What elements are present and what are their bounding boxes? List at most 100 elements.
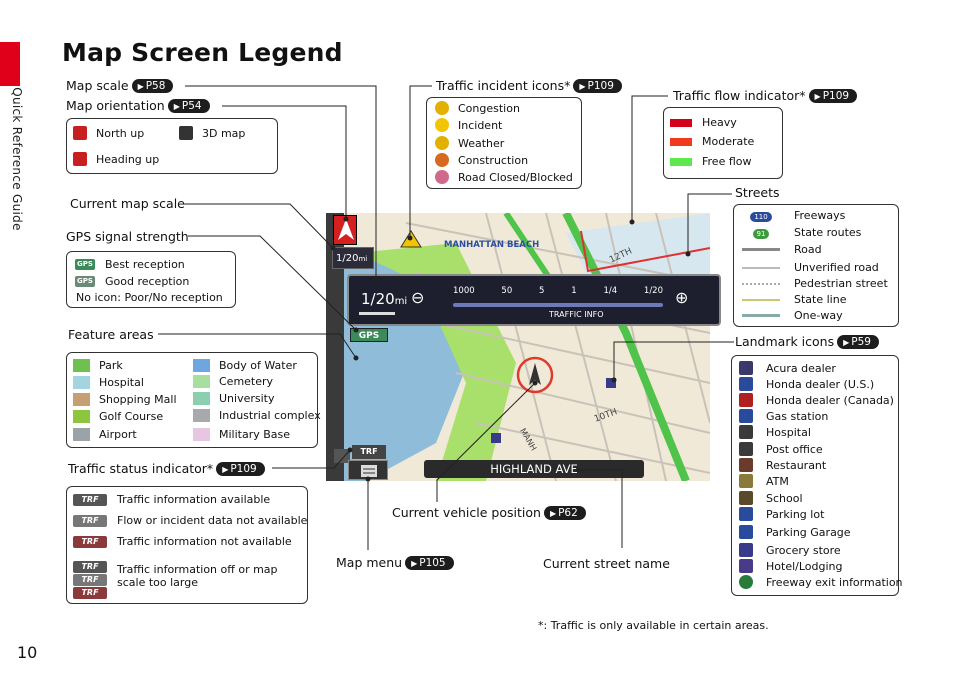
label-current-map-scale: Current map scale bbox=[70, 196, 185, 211]
map-trf-icon: TRF bbox=[352, 445, 386, 459]
map-scale-value: 1/20 bbox=[336, 253, 359, 264]
landmark-item: Parking Garage bbox=[739, 525, 851, 539]
area-cemetery: Cemetery bbox=[193, 375, 273, 388]
legend-3d-map: 3D map bbox=[179, 126, 245, 140]
honda-dealer-canada-icon bbox=[739, 393, 753, 407]
scale-value: 1000 bbox=[453, 286, 475, 296]
incident-weather: Weather bbox=[435, 136, 504, 150]
area-airport: Airport bbox=[73, 428, 137, 441]
incident-congestion: Congestion bbox=[435, 101, 520, 115]
trf-off-icon: TRF bbox=[73, 574, 107, 586]
label-street-name: Current street name bbox=[543, 556, 670, 571]
zoom-in-icon[interactable]: ⊕ bbox=[675, 288, 689, 307]
hotel-icon bbox=[739, 559, 753, 573]
scale-value: 1/4 bbox=[603, 286, 618, 296]
landmark-item: Honda dealer (Canada) bbox=[739, 393, 894, 407]
label-incident-icons: Traffic incident icons*▶P109 bbox=[436, 78, 622, 93]
landmark-item: Restaurant bbox=[739, 458, 826, 472]
ref-badge[interactable]: ▶P109 bbox=[573, 79, 622, 93]
page-title: Map Screen Legend bbox=[62, 38, 343, 67]
map-street-name: HIGHLAND AVE bbox=[424, 460, 644, 478]
ref-badge[interactable]: ▶P62 bbox=[543, 506, 586, 520]
area-shopping: Shopping Mall bbox=[73, 393, 177, 406]
incident-box: Congestion Incident Weather Construction… bbox=[426, 97, 582, 189]
landmark-item: Honda dealer (U.S.) bbox=[739, 377, 874, 391]
landmark-item: Acura dealer bbox=[739, 361, 836, 375]
flow-heavy: Heavy bbox=[670, 116, 737, 129]
trf-partial-icon: TRF bbox=[73, 514, 107, 527]
atm-icon bbox=[739, 474, 753, 488]
trf-off-icon: TRF bbox=[73, 587, 107, 599]
honda-dealer-us-icon bbox=[739, 377, 753, 391]
label-gps-signal: GPS signal strength bbox=[66, 229, 189, 244]
legend-heading-up: Heading up bbox=[73, 152, 159, 166]
trf-off-icons: TRF TRF TRF bbox=[73, 561, 117, 599]
area-hospital: Hospital bbox=[73, 376, 144, 389]
incident-construction: Construction bbox=[435, 153, 528, 167]
post-office-icon bbox=[739, 442, 753, 456]
parking-garage-icon bbox=[739, 525, 753, 539]
street-one-way: One-way bbox=[742, 309, 843, 322]
heading-up-icon bbox=[73, 152, 87, 166]
area-golf: Golf Course bbox=[73, 410, 163, 423]
legend-gps-none: No icon: Poor/No reception bbox=[76, 291, 223, 304]
map-gps-icon: GPS bbox=[350, 328, 388, 342]
ref-badge[interactable]: ▶P59 bbox=[837, 335, 879, 349]
north-up-icon bbox=[73, 126, 87, 140]
ref-badge[interactable]: ▶P109 bbox=[808, 89, 858, 103]
gps-good-icon: GPS bbox=[75, 276, 95, 287]
label-streets: Streets bbox=[735, 185, 780, 200]
orientation-box: North up 3D map Heading up bbox=[66, 118, 278, 174]
map-place-name: MANHATTAN BEACH bbox=[444, 240, 540, 250]
3d-map-icon bbox=[179, 126, 193, 140]
landmarks-box: Acura dealer Honda dealer (U.S.) Honda d… bbox=[731, 355, 903, 596]
gas-station-icon bbox=[739, 409, 753, 423]
flow-free: Free flow bbox=[670, 155, 752, 168]
label-traffic-status: Traffic status indicator*▶P109 bbox=[68, 461, 265, 476]
restaurant-icon bbox=[739, 458, 753, 472]
label-traffic-flow: Traffic flow indicator*▶P109 bbox=[673, 88, 858, 103]
scale-bar-big-value: 1/20mi bbox=[361, 290, 408, 308]
label-map-orientation: Map orientation▶P54 bbox=[66, 98, 210, 113]
road-closed-icon bbox=[435, 170, 449, 184]
landmark-item: School bbox=[739, 491, 803, 505]
landmark-item: Freeway exit information bbox=[739, 575, 903, 589]
zoom-out-icon[interactable]: ⊖ bbox=[411, 288, 425, 307]
congestion-icon bbox=[435, 101, 449, 115]
scale-bar-panel: 1/20mi ⊖ ⊕ 1000 50 5 1 1/4 1/20 TRAFFIC … bbox=[347, 274, 721, 326]
label-landmark-icons: Landmark icons▶P59 bbox=[735, 334, 879, 349]
scale-slider[interactable] bbox=[453, 303, 663, 307]
scale-bar-values: 1000 50 5 1 1/4 1/20 bbox=[453, 286, 663, 296]
label-feature-areas: Feature areas bbox=[68, 327, 154, 342]
label-map-menu: Map menu▶P105 bbox=[336, 555, 454, 570]
footnote: *: Traffic is only available in certain … bbox=[538, 619, 769, 632]
landmark-item: Gas station bbox=[739, 409, 828, 423]
page-number: 10 bbox=[17, 643, 38, 662]
acura-dealer-icon bbox=[739, 361, 753, 375]
trf-unavailable-icon: TRF bbox=[73, 535, 107, 548]
ref-badge[interactable]: ▶P105 bbox=[405, 556, 454, 570]
landmark-item: Parking lot bbox=[739, 507, 824, 521]
incident-closed: Road Closed/Blocked bbox=[435, 170, 573, 184]
area-military: Military Base bbox=[193, 428, 290, 441]
traffic-info-label: TRAFFIC INFO bbox=[549, 310, 604, 319]
map-menu-button[interactable] bbox=[348, 460, 388, 480]
parking-lot-icon bbox=[739, 507, 753, 521]
area-university: University bbox=[193, 392, 275, 405]
ref-badge[interactable]: ▶P109 bbox=[216, 462, 265, 476]
ref-badge[interactable]: ▶P58 bbox=[131, 79, 174, 93]
street-unverified: Unverified road bbox=[742, 261, 879, 274]
map-scale-button[interactable]: 1/20mi bbox=[332, 247, 374, 269]
street-state-line: State line bbox=[742, 293, 846, 306]
landmark-item: Post office bbox=[739, 442, 823, 456]
trf-off-icon: TRF bbox=[73, 561, 107, 573]
ref-badge[interactable]: ▶P54 bbox=[167, 99, 210, 113]
landmark-item: Grocery store bbox=[739, 543, 841, 557]
